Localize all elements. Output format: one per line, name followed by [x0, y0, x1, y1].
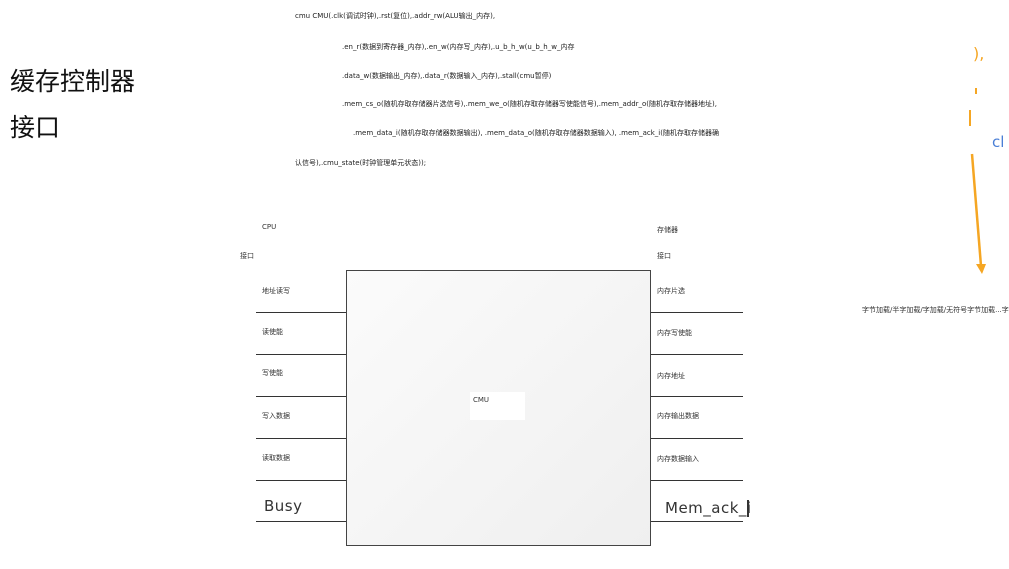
mem-signal-input-data: 内存数据输入: [657, 455, 699, 463]
cpu-wire-write-enable: [256, 396, 346, 397]
cpu-wire-read-enable: [256, 354, 346, 355]
title-line-2: 接口: [10, 113, 61, 142]
mem-signal-address: 内存地址: [657, 372, 685, 380]
mem-ack-text-cursor: [747, 500, 749, 517]
mem-wire-chip-select: [651, 312, 743, 313]
module-decl-line-2: .en_r(数据到寄存器_内存),.en_w(内存写_内存),.u_b_h_w(…: [342, 43, 575, 51]
clk-fragment: cl: [992, 133, 1005, 151]
cpu-signal-read-enable: 读使能: [262, 328, 283, 336]
mem-wire-output-data: [651, 438, 743, 439]
module-decl-line-6: 认信号),.cmu_state(时钟管理单元状态));: [295, 159, 427, 167]
cpu-signal-write-data: 写入数据: [262, 412, 290, 420]
memory-interface-header: 接口: [657, 252, 671, 260]
cpu-interface-header: 接口: [240, 252, 254, 260]
orange-fragment-top: ),: [973, 44, 985, 63]
mem-signal-write-enable: 内存写使能: [657, 329, 692, 337]
module-decl-line-3: .data_w(数据输出_内存),.data_r(数据输入_内存),.stall…: [342, 72, 552, 80]
mem-wire-address: [651, 396, 743, 397]
cmu-label-box: [470, 392, 525, 420]
cpu-signal-busy: Busy: [264, 497, 303, 515]
module-decl-line-5: .mem_data_i(随机存取存储器数据输出), .mem_data_o(随机…: [353, 129, 719, 137]
mem-signal-output-data: 内存输出数据: [657, 412, 699, 420]
orange-tick: [975, 88, 977, 94]
mem-signal-chip-select: 内存片选: [657, 287, 685, 295]
orange-bracket: [969, 110, 971, 126]
module-decl-line-4: .mem_cs_o(随机存取存储器片选信号),.mem_we_o(随机存取存储器…: [342, 100, 717, 108]
title-line-1: 缓存控制器: [10, 67, 136, 96]
cpu-header: CPU: [262, 223, 277, 231]
mem-wire-input-data: [651, 480, 743, 481]
cpu-signal-write-enable: 写使能: [262, 369, 283, 377]
mem-wire-write-enable: [651, 354, 743, 355]
cmu-label: CMU: [473, 396, 490, 404]
cpu-signal-addr-rw: 地址读写: [262, 287, 290, 295]
cpu-wire-addr-rw: [256, 312, 346, 313]
orange-arrow-head: [976, 264, 986, 274]
mem-signal-ack: Mem_ack_i: [665, 499, 752, 517]
cpu-wire-read-data: [256, 480, 346, 481]
orange-arrow: [970, 153, 986, 274]
module-decl-line-1: cmu CMU(.clk(调试时钟),.rst(复位),.addr_rw(ALU…: [295, 12, 496, 20]
side-note-text: 字节加载/半字加载/字加载/无符号字节加载...字: [862, 306, 1009, 314]
cpu-signal-read-data: 读取数据: [262, 454, 290, 462]
cpu-wire-busy: [256, 521, 346, 522]
mem-wire-ack: [651, 521, 743, 522]
cpu-wire-write-data: [256, 438, 346, 439]
orange-arrow-shaft: [970, 153, 983, 267]
memory-header: 存储器: [657, 226, 678, 234]
